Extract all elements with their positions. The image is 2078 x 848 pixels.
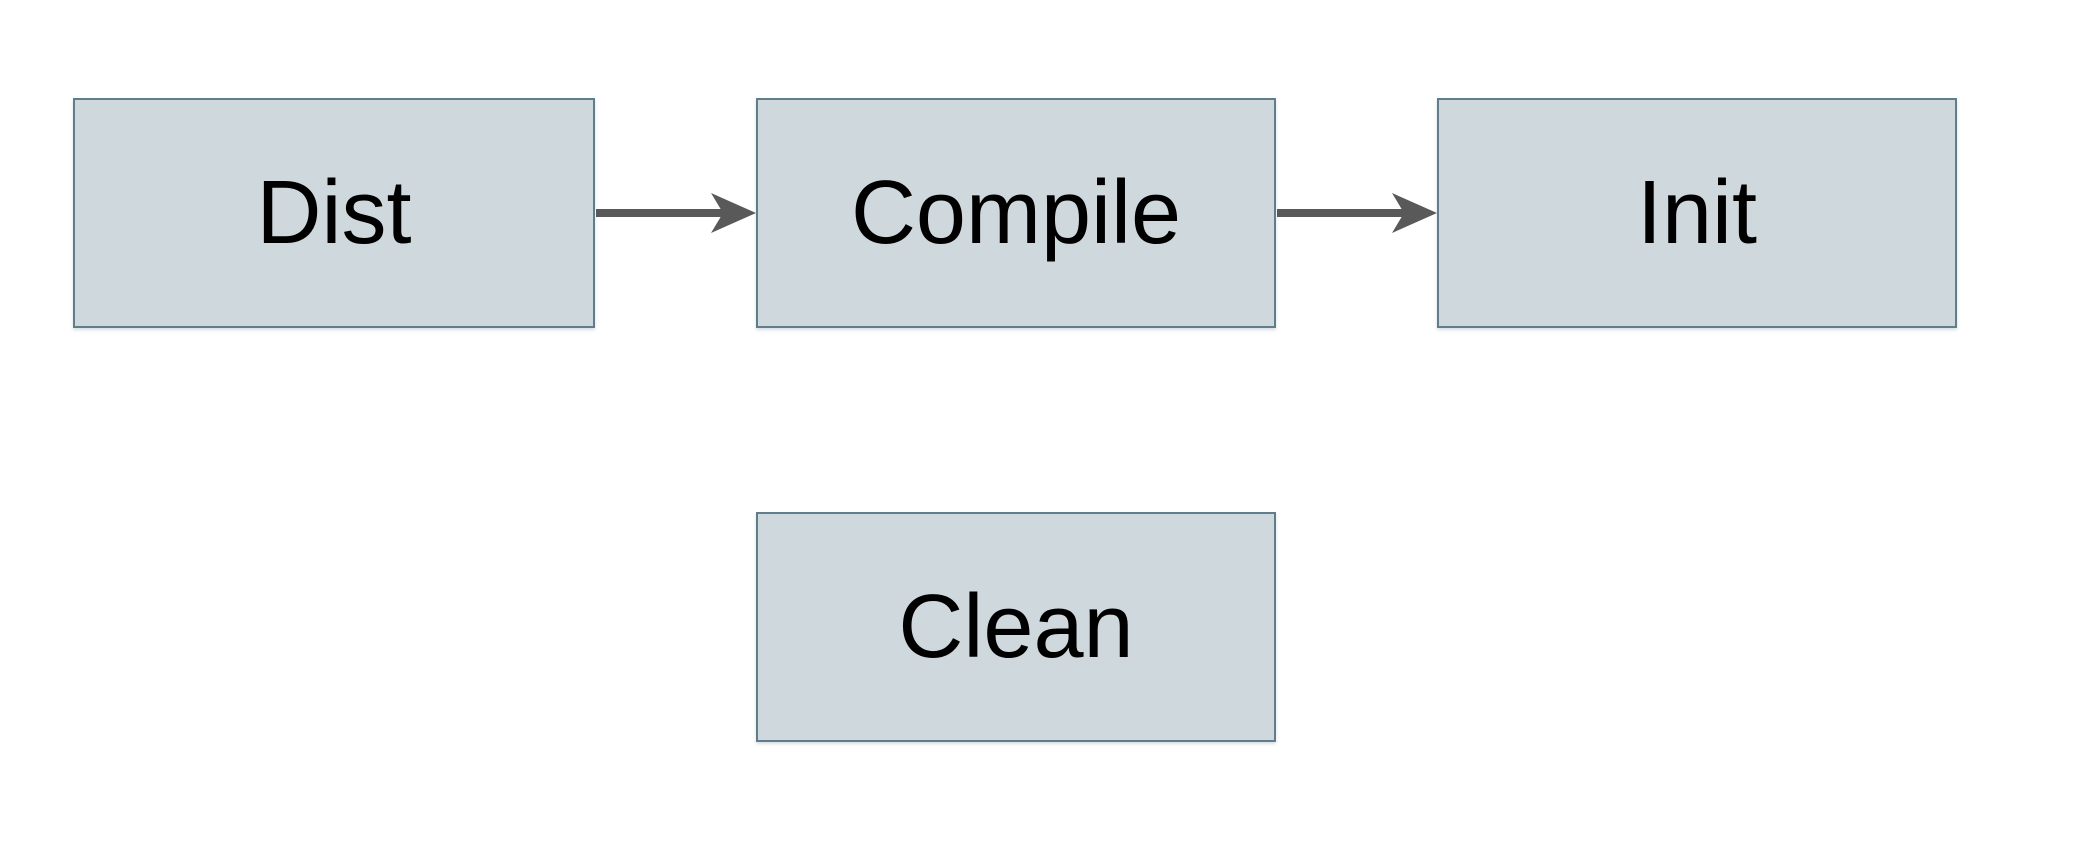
- arrow-dist-to-compile: [596, 193, 756, 233]
- node-init-label: Init: [1636, 163, 1758, 263]
- node-dist: Dist: [73, 98, 595, 328]
- node-compile: Compile: [756, 98, 1276, 328]
- node-init: Init: [1437, 98, 1957, 328]
- node-clean-label: Clean: [898, 577, 1134, 677]
- node-compile-label: Compile: [850, 163, 1182, 263]
- node-dist-label: Dist: [256, 163, 412, 263]
- node-clean: Clean: [756, 512, 1276, 742]
- arrow-compile-to-init: [1277, 193, 1437, 233]
